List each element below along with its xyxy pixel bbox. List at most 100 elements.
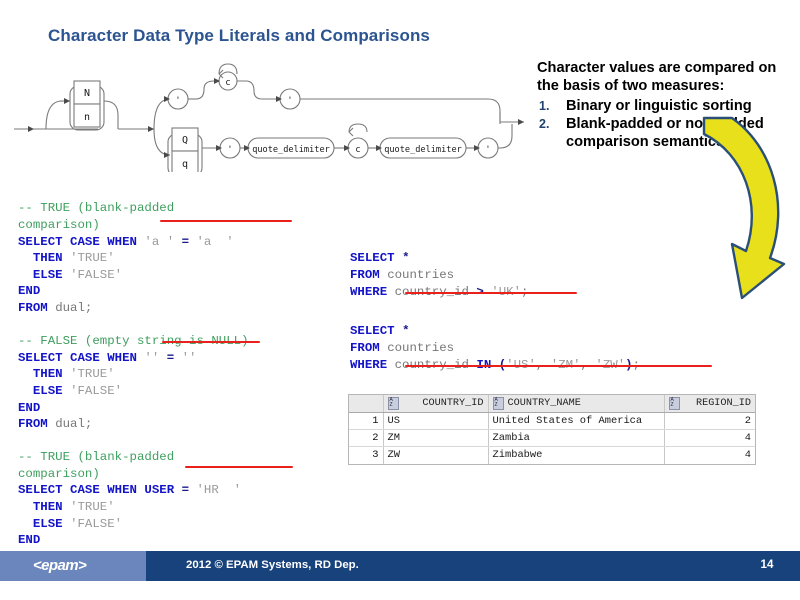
code-token: END [18,284,41,299]
code-token: 'TRUE' [70,251,115,266]
code-token: dual; [55,417,93,432]
code-token: ELSE [18,267,71,282]
result-table-head: COUNTRY_ID COUNTRY_NAME REGION_ID [349,395,755,413]
curved-arrow-annotation [688,112,800,320]
code-token: countries [387,340,455,355]
code-block-left: -- TRUE (blank-padded comparison) SELECT… [18,200,358,565]
list-item: 1. Binary or linguistic sorting [537,98,785,116]
sort-icon[interactable] [387,397,399,410]
hl-country-id-in-list [405,365,712,367]
code-token: 'FALSE' [70,267,123,282]
curved-arrow-icon [702,116,786,300]
code-token: '' [181,350,197,365]
code-token [159,351,166,365]
code-block-right-2: SELECT * FROM countries WHERE country_id… [350,323,750,373]
footer-copyright: 2012 © EPAM Systems, RD Dep. [186,559,359,571]
node-label-quote-2: ' [287,96,292,106]
code-token: , [581,358,596,372]
code-token: -- TRUE (blank-padded [18,450,175,465]
node-label-n: n [84,112,90,123]
code-token: ; [521,285,528,299]
hl-a-equals-a [160,220,292,222]
table-header-row: COUNTRY_ID COUNTRY_NAME REGION_ID [349,395,755,413]
cell-region-id: 4 [664,429,755,447]
list-item-number: 2. [539,117,550,132]
table-row[interactable]: 3 ZW Zimbabwe 4 [349,446,755,464]
node-label-quote-3: ' [227,145,232,155]
list-item-label: Binary or linguistic sorting [566,97,752,114]
code-token: = [181,483,190,498]
code-token: 'ZW' [595,358,625,372]
code-token: SELECT [350,324,403,339]
row-number: 2 [349,429,384,447]
code-token: WHERE [350,284,395,299]
code-token: ; [633,358,640,372]
node-label-quote-1: ' [175,96,180,106]
column-header-country-name[interactable]: COUNTRY_NAME [488,395,665,413]
code-token: FROM [18,300,56,315]
code-token: ELSE [18,516,71,531]
row-number: 1 [349,412,384,430]
code-token: 'a ' [144,234,175,249]
list-item-number: 1. [539,98,550,113]
cell-country-id: ZM [383,429,489,447]
code-token: 'US' [506,358,536,372]
cell-region-id: 4 [744,449,751,462]
code-token: comparison) [18,466,100,481]
code-token: FROM [350,340,388,355]
code-token: END [18,533,41,548]
code-token: = [166,350,175,365]
hl-empty-equals-empty [162,341,260,343]
footer-page-number: 14 [760,558,774,571]
code-token: 'FALSE' [70,383,123,398]
table-row[interactable]: 2 ZM Zambia 4 [349,429,755,447]
slide-footer: <epam> 2012 © EPAM Systems, RD Dep. 14 [0,551,800,581]
code-token: IN [476,358,491,372]
code-token: SELECT [350,251,403,266]
node-label-quote-delimiter-1: quote_delimiter [252,145,330,155]
node-label-c-2: c [355,145,360,155]
code-token: 'FALSE' [70,516,123,531]
node-label-q: q [182,159,188,170]
node-label-quote-delimiter-2: quote_delimiter [384,145,462,155]
code-token: SELECT CASE WHEN [18,350,145,365]
cell-country-name: Zimbabwe [488,446,665,464]
code-block-right-1: SELECT * FROM countries WHERE country_id… [350,250,750,300]
code-token: = [181,234,190,249]
code-token: comparison) [18,217,100,232]
node-label-c-1: c [225,78,230,88]
node-label-N: N [84,88,90,99]
result-grid[interactable]: COUNTRY_ID COUNTRY_NAME REGION_ID 1 US [348,394,756,465]
code-token: ( [499,358,506,372]
code-token: , [536,358,551,372]
code-token: country_id [395,358,477,372]
table-row[interactable]: 1 US United States of America 2 [349,412,755,430]
result-table: COUNTRY_ID COUNTRY_NAME REGION_ID 1 US [349,395,755,464]
code-token: FROM [18,417,56,432]
code-token: 'HR ' [196,483,242,498]
sort-icon[interactable] [492,397,504,410]
column-header-region-id[interactable]: REGION_ID [664,395,755,413]
code-token [174,351,181,365]
row-number-header[interactable] [349,395,384,413]
code-token: '' [144,350,160,365]
node-label-Q: Q [182,135,188,146]
code-token: 'TRUE' [70,500,115,515]
cell-country-id: ZW [383,446,489,464]
code-token: countries [387,267,455,282]
sort-icon[interactable] [668,397,680,410]
column-header-country-id[interactable]: COUNTRY_ID [383,395,489,413]
code-token: country_id [395,285,477,299]
code-token: FROM [350,267,388,282]
code-token: ELSE [18,383,71,398]
railroad-svg: N n Q q ' ' ' ' c c quote_delimiter quot… [14,63,524,172]
character-literal-syntax-diagram: N n Q q ' ' ' ' c c quote_delimiter quot… [8,62,528,172]
code-token: -- FALSE (empty string is NULL) [18,334,249,349]
code-token: THEN [18,251,71,266]
code-token: THEN [18,367,71,382]
footer-logo-band [0,551,146,581]
hl-user-equals-hr [185,466,293,468]
page-title: Character Data Type Literals and Compari… [48,26,430,45]
code-token [174,235,181,249]
